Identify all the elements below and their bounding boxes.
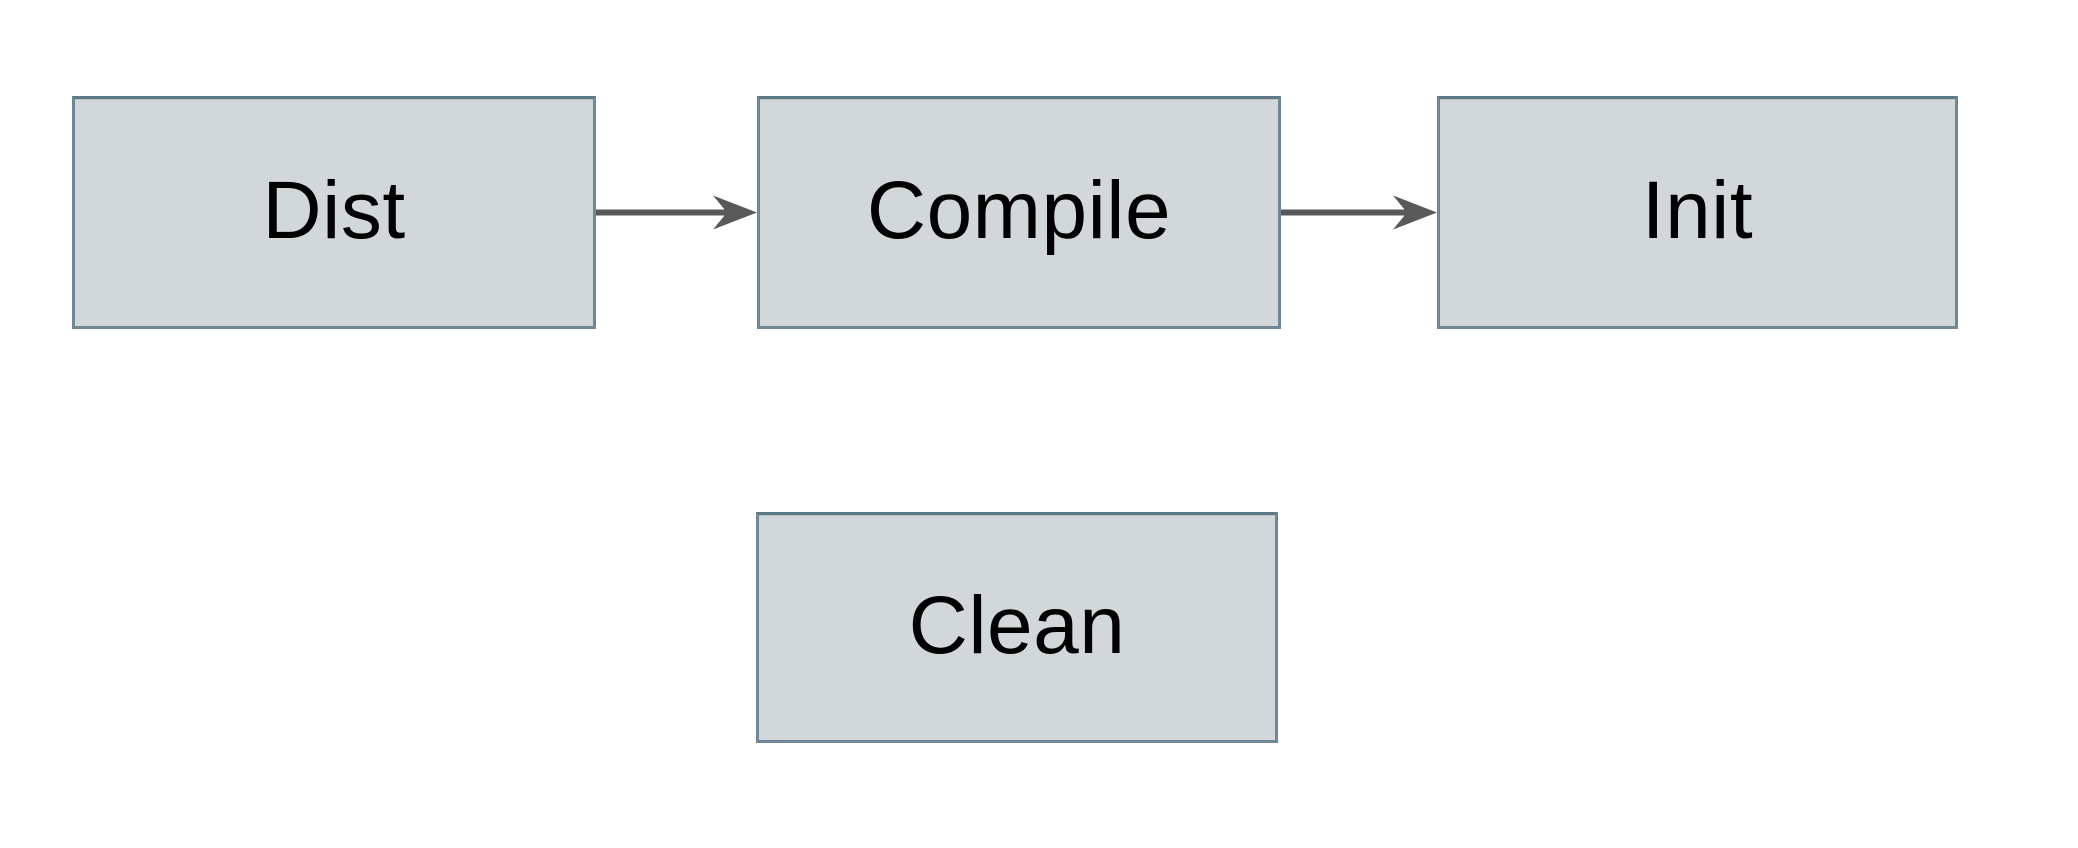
node-compile[interactable]: Compile <box>757 96 1281 329</box>
node-compile-label: Compile <box>866 164 1172 256</box>
node-init[interactable]: Init <box>1437 96 1958 329</box>
arrow-right-icon <box>1393 195 1437 230</box>
node-dist-label: Dist <box>262 164 406 256</box>
node-init-label: Init <box>1641 164 1754 256</box>
arrow-right-icon <box>713 195 757 230</box>
node-clean[interactable]: Clean <box>756 512 1278 743</box>
node-clean-label: Clean <box>908 579 1126 671</box>
node-dist[interactable]: Dist <box>72 96 596 329</box>
